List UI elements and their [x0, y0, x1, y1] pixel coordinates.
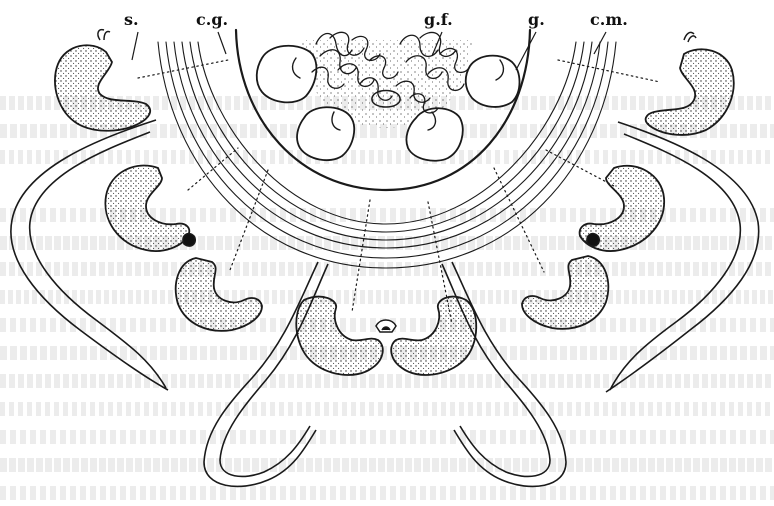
label-cg: c.g. [196, 10, 228, 29]
label-cm: c.m. [590, 10, 628, 29]
label-gf: g.f. [424, 10, 453, 29]
rhopalium-right [587, 234, 599, 247]
label-g: g. [528, 10, 545, 29]
lappet-lower-left [176, 258, 262, 331]
lappet-bottom-center-right [391, 297, 476, 375]
rhopalium-bottom [376, 320, 396, 332]
lappet-lower-right [522, 256, 608, 329]
lappet-mid-left [105, 166, 189, 252]
label-s: s. [124, 10, 139, 29]
lappet-far-left [55, 45, 150, 131]
rhopalium-left [183, 234, 195, 247]
lappet-far-right [646, 49, 734, 135]
